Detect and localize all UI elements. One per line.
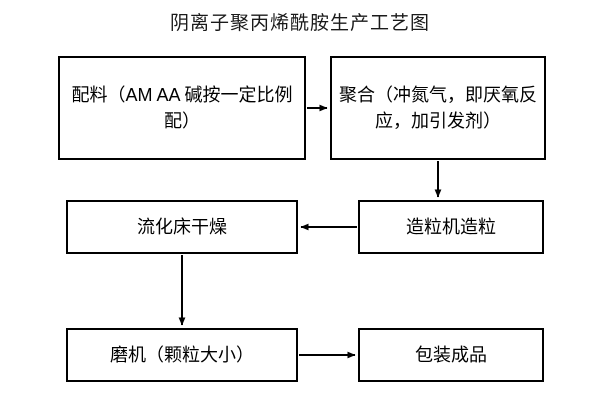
node-granulator[interactable]: 造粒机造粒 <box>358 200 544 254</box>
node-polymerization-label: 聚合（冲氮气，即厌氧反应，加引发剂） <box>339 84 537 131</box>
node-grinder-label: 磨机（颗粒大小） <box>110 344 254 365</box>
node-fluidized-bed-drying[interactable]: 流化床干燥 <box>66 200 298 254</box>
page-title: 阴离子聚丙烯酰胺生产工艺图 <box>169 13 430 34</box>
node-polymerization[interactable]: 聚合（冲氮气，即厌氧反应，加引发剂） <box>330 56 546 160</box>
node-packaging-label: 包装成品 <box>415 344 487 365</box>
node-fluidized-bed-drying-label: 流化床干燥 <box>137 216 227 237</box>
node-batching[interactable]: 配料（AM AA 碱按一定比例配） <box>58 56 306 160</box>
node-granulator-label: 造粒机造粒 <box>406 216 496 237</box>
node-grinder[interactable]: 磨机（颗粒大小） <box>66 328 298 382</box>
node-packaging[interactable]: 包装成品 <box>358 328 544 382</box>
node-batching-label: 配料（AM AA 碱按一定比例配） <box>71 84 293 131</box>
